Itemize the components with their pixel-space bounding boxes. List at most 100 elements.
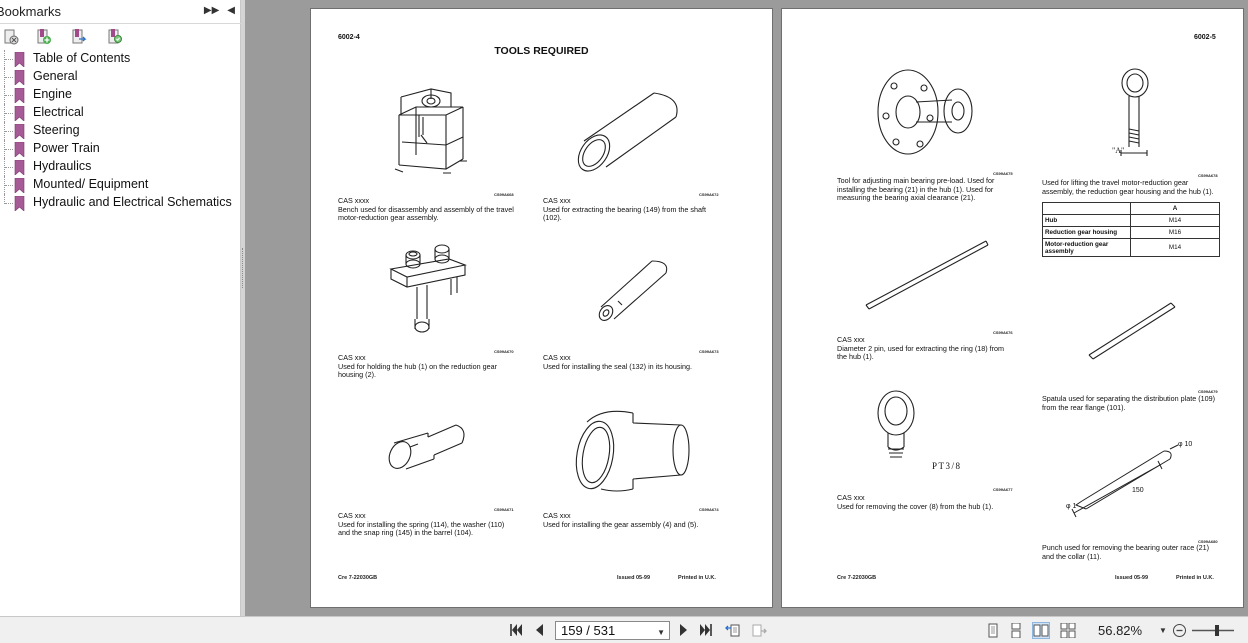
bookmark-steering[interactable]: Steering bbox=[0, 122, 241, 140]
bookmarks-toolbar bbox=[0, 28, 241, 48]
tree-line bbox=[4, 176, 14, 194]
navigation-toolbar: 159 / 531 ▼ 56.82% ▼ bbox=[0, 616, 1248, 643]
bookmark-power-train[interactable]: Power Train bbox=[0, 140, 241, 158]
caption-title: CAS xxx bbox=[543, 511, 571, 520]
tree-line bbox=[4, 50, 14, 68]
pdf-page-left: 6002-4 TOOLS REQUIRED CS99A668 CAS xxxx bbox=[310, 8, 773, 608]
figure-code: CS99A678 bbox=[1198, 173, 1218, 178]
panel-splitter[interactable] bbox=[241, 0, 245, 616]
bookmark-label: Steering bbox=[33, 123, 80, 137]
expand-panel-icon[interactable]: ▶▶ bbox=[203, 5, 220, 16]
page-number: 6002-5 bbox=[1194, 34, 1216, 41]
first-page-icon[interactable] bbox=[508, 622, 524, 638]
table-cell: M14 bbox=[1130, 214, 1220, 227]
bookmark-mounted-equipment[interactable]: Mounted/ Equipment bbox=[0, 176, 241, 194]
caption-text: Used for installing the seal (132) in it… bbox=[543, 361, 693, 371]
table-cell: M16 bbox=[1130, 226, 1220, 239]
bookmark-label: Table of Contents bbox=[33, 51, 131, 65]
figure-code: CS99A668 bbox=[494, 192, 514, 197]
figure-caption: CAS xxx Used for holding the hub (1) on … bbox=[338, 353, 516, 380]
caption-text: Diameter 2 pin, used for extracting the … bbox=[837, 343, 1004, 362]
tube-drawing bbox=[577, 92, 678, 172]
bookmark-table-of-contents[interactable]: Table of Contents bbox=[0, 50, 241, 68]
figure-caption: Used for lifting the travel motor-reduct… bbox=[1042, 178, 1220, 196]
figure-caption: Punch used for removing the bearing oute… bbox=[1042, 543, 1220, 561]
caption-text: Bench used for disassembly and assembly … bbox=[338, 204, 514, 223]
continuous-view-icon[interactable] bbox=[1008, 623, 1024, 638]
bookmarks-panel: Bookmarks ▶▶ ◀ bbox=[0, 0, 241, 616]
table-cell bbox=[1042, 202, 1131, 215]
bookmark-label: Hydraulic and Electrical Schematics bbox=[33, 195, 232, 209]
zoom-dropdown-icon[interactable]: ▼ bbox=[1159, 626, 1167, 635]
caption-text: Punch used for removing the bearing oute… bbox=[1042, 543, 1210, 561]
hub-holder-drawing bbox=[389, 244, 467, 333]
table-cell: Hub bbox=[1042, 214, 1131, 227]
figure-code: CS99A680 bbox=[1198, 539, 1218, 544]
caption-text: Used for removing the cover (8) from the… bbox=[837, 501, 994, 511]
document-view[interactable]: 6002-4 TOOLS REQUIRED CS99A668 CAS xxxx bbox=[245, 0, 1248, 616]
single-page-view-icon[interactable] bbox=[985, 623, 1001, 638]
move-bookmark-icon[interactable] bbox=[70, 28, 88, 46]
chevron-down-icon[interactable]: ▼ bbox=[657, 628, 665, 637]
figure-caption: CAS xxx Used for installing the gear ass… bbox=[543, 511, 721, 529]
seal-installer-drawing bbox=[598, 260, 668, 321]
previous-view-icon[interactable] bbox=[725, 622, 741, 638]
figure-code: CS99A672 bbox=[699, 192, 719, 197]
bookmark-label: Electrical bbox=[33, 105, 84, 119]
bookmark-icon bbox=[14, 178, 25, 193]
splitter-grip[interactable] bbox=[242, 248, 244, 288]
new-bookmark-icon[interactable] bbox=[35, 28, 53, 46]
tree-line bbox=[4, 86, 14, 104]
facing-view-icon[interactable] bbox=[1032, 622, 1050, 639]
bookmark-icon bbox=[14, 160, 25, 175]
punch-length-label: 150 bbox=[1132, 487, 1144, 494]
bookmark-icon bbox=[14, 52, 25, 67]
table-header: A bbox=[1130, 202, 1220, 215]
figure-caption: CAS xxx Used for installing the seal (13… bbox=[543, 353, 721, 371]
bookmark-general[interactable]: General bbox=[0, 68, 241, 86]
bookmark-hydraulics[interactable]: Hydraulics bbox=[0, 158, 241, 176]
bookmarks-panel-header: Bookmarks ▶▶ ◀ bbox=[0, 0, 241, 24]
figure-caption: CAS xxx Used for extracting the bearing … bbox=[543, 196, 721, 223]
continuous-facing-view-icon[interactable] bbox=[1060, 623, 1076, 638]
caption-text: Used for installing the spring (114), th… bbox=[338, 519, 505, 538]
caption-title: CAS xxx bbox=[837, 335, 865, 344]
table-cell: Motor-reduction gear assembly bbox=[1042, 238, 1131, 257]
panel-controls: ▶▶ ◀ bbox=[204, 5, 235, 17]
zoom-level[interactable]: 56.82% bbox=[1098, 623, 1143, 638]
punch-diameter-large: φ 10 bbox=[1178, 441, 1193, 448]
bookmark-label: General bbox=[33, 69, 78, 83]
next-view-icon[interactable] bbox=[751, 622, 767, 638]
zoom-out-icon[interactable] bbox=[1172, 623, 1187, 638]
bookmark-hydraulic-electrical-schematics[interactable]: Hydraulic and Electrical Schematics bbox=[0, 194, 241, 212]
bookmark-label: Mounted/ Equipment bbox=[33, 177, 149, 191]
last-page-icon[interactable] bbox=[698, 622, 714, 638]
caption-text: Tool for adjusting main bearing pre-load… bbox=[837, 176, 995, 203]
caption-text: Spatula used for separating the distribu… bbox=[1042, 394, 1216, 412]
table-cell: M14 bbox=[1130, 238, 1220, 257]
page-number-value: 159 / 531 bbox=[561, 623, 616, 638]
bookmark-engine[interactable]: Engine bbox=[0, 86, 241, 104]
table-cell: Reduction gear housing bbox=[1042, 226, 1131, 239]
tree-line bbox=[4, 122, 14, 140]
next-page-icon[interactable] bbox=[675, 622, 691, 638]
bookmark-label: Hydraulics bbox=[33, 159, 92, 173]
zoom-slider[interactable] bbox=[1190, 623, 1236, 638]
previous-page-icon[interactable] bbox=[532, 622, 548, 638]
eye-bolt-drawing bbox=[877, 390, 915, 458]
tree-line bbox=[4, 140, 14, 158]
delete-bookmark-icon[interactable] bbox=[2, 28, 20, 46]
collapse-panel-icon[interactable]: ◀ bbox=[227, 5, 235, 16]
bookmark-icon bbox=[14, 106, 25, 121]
find-bookmark-icon[interactable] bbox=[106, 28, 124, 46]
bookmark-icon bbox=[14, 70, 25, 85]
bookmark-electrical[interactable]: Electrical bbox=[0, 104, 241, 122]
page-number-input[interactable]: 159 / 531 ▼ bbox=[555, 621, 670, 640]
footer-doc-number: Cre 7-22030GB bbox=[338, 575, 378, 581]
figure-caption: CAS xxxx Bench used for disassembly and … bbox=[338, 196, 516, 223]
footer-printed: Printed in U.K. bbox=[1176, 575, 1214, 581]
